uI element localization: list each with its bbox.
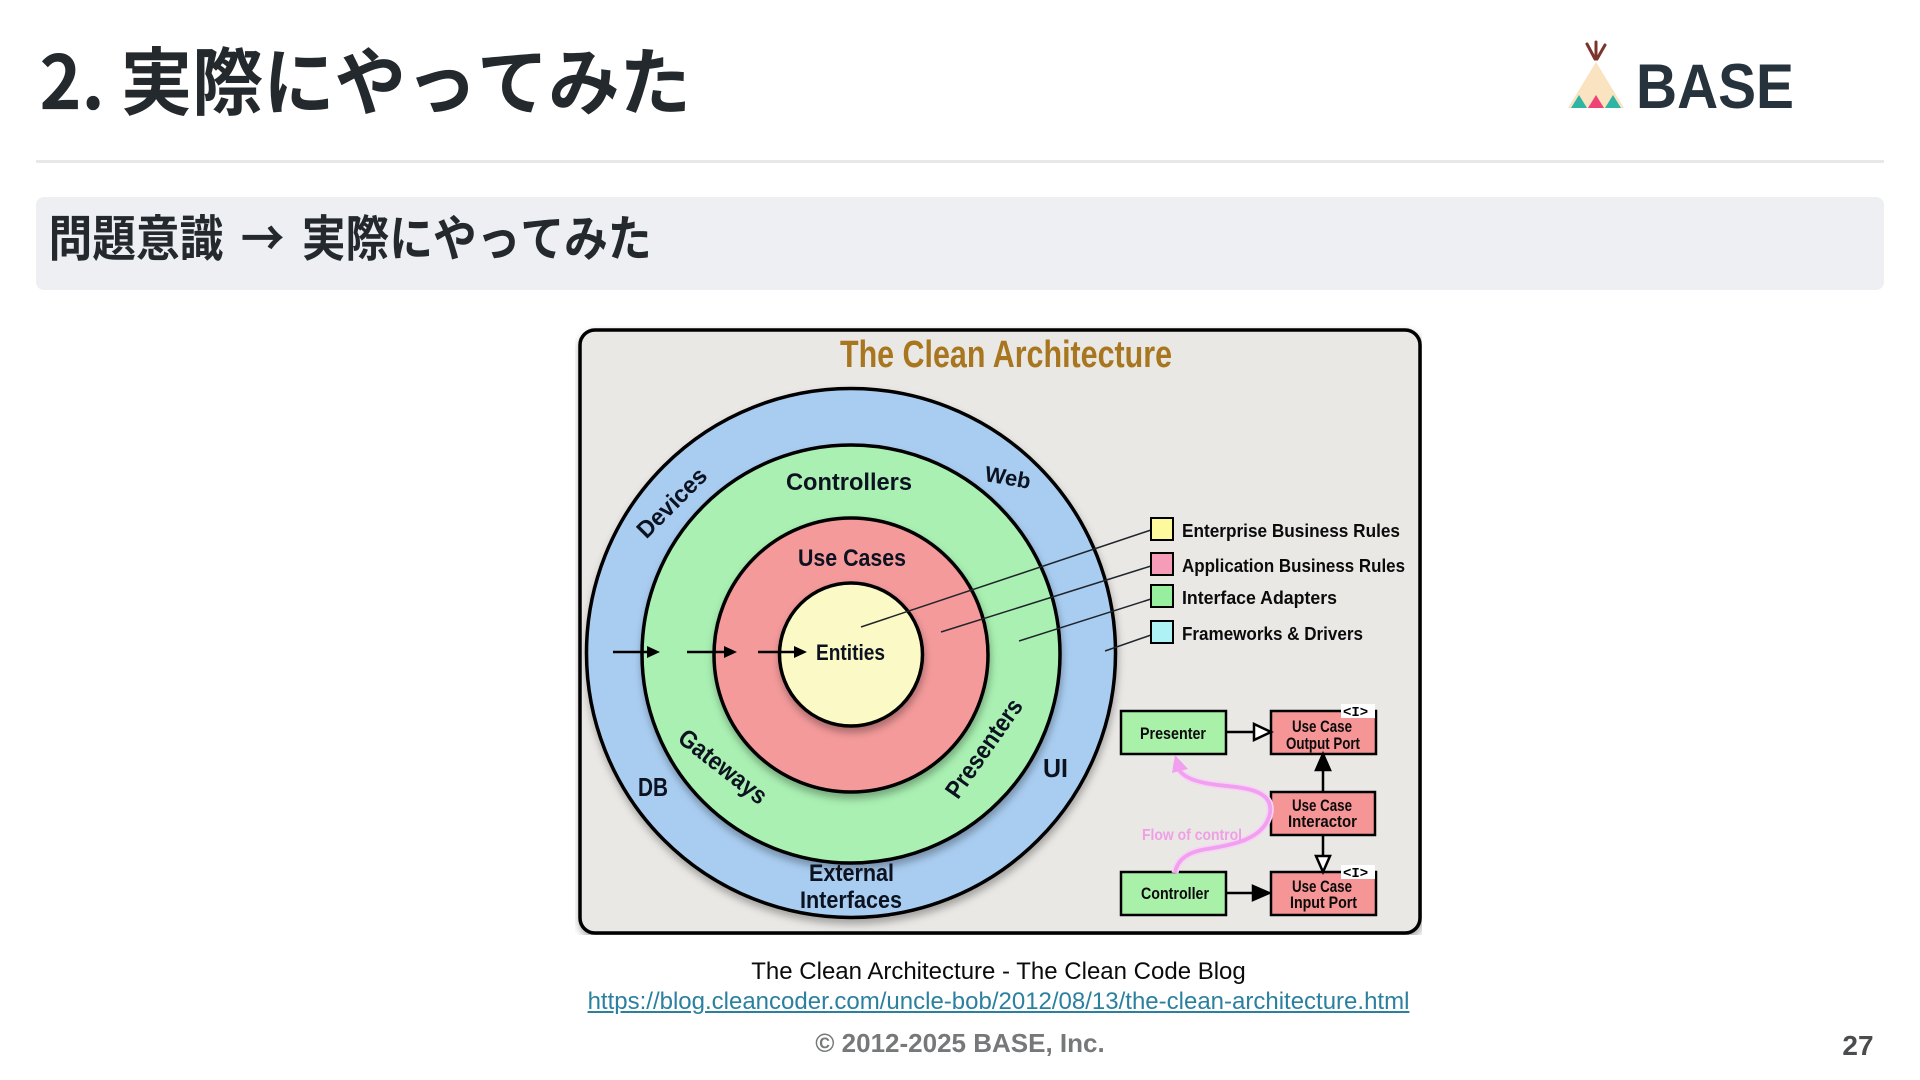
svg-text:Interface Adapters: Interface Adapters — [1182, 588, 1337, 608]
svg-text:Frameworks & Drivers: Frameworks & Drivers — [1182, 624, 1363, 644]
svg-text:Controller: Controller — [1141, 885, 1209, 903]
svg-text:<I>: <I> — [1343, 705, 1368, 721]
svg-text:Flow of control: Flow of control — [1142, 827, 1242, 844]
svg-text:<I>: <I> — [1343, 866, 1368, 882]
svg-text:Input Port: Input Port — [1290, 894, 1357, 912]
svg-text:Application Business Rules: Application Business Rules — [1182, 556, 1405, 576]
svg-text:Interactor: Interactor — [1288, 813, 1358, 831]
svg-text:Controllers: Controllers — [786, 469, 912, 496]
svg-text:UI: UI — [1043, 753, 1068, 783]
svg-text:Use Case: Use Case — [1292, 878, 1352, 896]
svg-text:Presenter: Presenter — [1140, 725, 1206, 743]
svg-text:Interfaces: Interfaces — [800, 887, 902, 914]
svg-text:Use Cases: Use Cases — [798, 545, 906, 572]
svg-text:The Clean Architecture: The Clean Architecture — [840, 334, 1172, 376]
svg-text:Use Case: Use Case — [1292, 718, 1352, 736]
svg-text:DB: DB — [638, 772, 668, 802]
svg-text:BASE: BASE — [1636, 52, 1794, 114]
svg-text:Use Case: Use Case — [1292, 797, 1352, 815]
svg-text:External: External — [809, 860, 894, 887]
svg-text:Enterprise Business Rules: Enterprise Business Rules — [1182, 521, 1400, 541]
svg-text:Entities: Entities — [816, 640, 885, 665]
svg-text:Output Port: Output Port — [1286, 735, 1360, 753]
